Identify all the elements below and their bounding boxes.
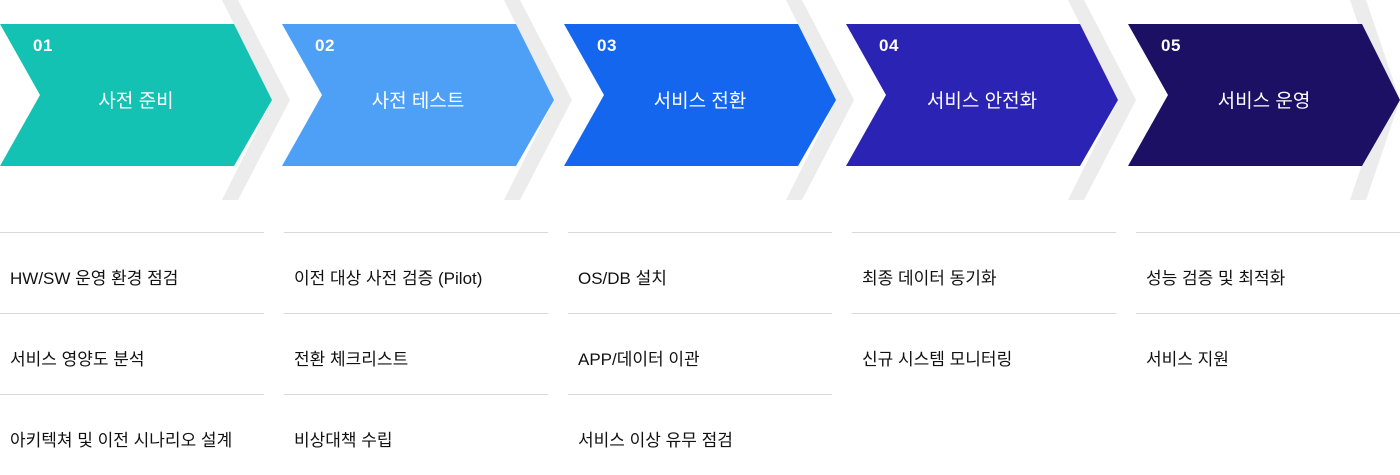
step-5-arrow	[1128, 0, 1400, 200]
list-item-text: APP/데이터 이관	[578, 350, 700, 369]
list-item: 이전 대상 사전 검증 (Pilot)	[284, 232, 548, 313]
list-item-text: 신규 시스템 모니터링	[862, 350, 1013, 369]
task-list-step-4: 최종 데이터 동기화 신규 시스템 모니터링	[852, 232, 1116, 394]
step-5: 05 서비스 운영	[1128, 0, 1400, 200]
list-item: 서비스 지원	[1136, 313, 1400, 394]
list-item-text: 이전 대상 사전 검증 (Pilot)	[294, 269, 483, 288]
step-1: 01 사전 준비	[0, 0, 290, 200]
step-2-title: 사전 테스트	[371, 91, 465, 112]
list-item: 전환 체크리스트	[284, 313, 548, 394]
list-item: 서비스 영양도 분석	[0, 313, 264, 394]
step-2-number: 02	[315, 36, 335, 55]
list-item-text: 비상대책 수립	[294, 431, 393, 450]
step-3: 03 서비스 전환	[564, 0, 854, 200]
list-item-text: HW/SW 운영 환경 점검	[10, 269, 179, 288]
step-1-number: 01	[33, 36, 53, 55]
step-3-title: 서비스 전환	[653, 91, 747, 112]
step-4: 04 서비스 안전화	[846, 0, 1136, 200]
list-item-text: 서비스 이상 유무 점검	[578, 431, 733, 450]
step-4-arrow	[846, 0, 1136, 200]
step-2-arrow	[282, 0, 572, 200]
list-item: OS/DB 설치	[568, 232, 832, 313]
task-list-step-5: 성능 검증 및 최적화 서비스 지원	[1136, 232, 1400, 394]
list-item: 성능 검증 및 최적화	[1136, 232, 1400, 313]
list-item-text: 서비스 영양도 분석	[10, 350, 145, 369]
task-list-step-1: HW/SW 운영 환경 점검 서비스 영양도 분석 아키텍쳐 및 이전 시나리오…	[0, 232, 264, 475]
process-steps: 01 사전 준비 02 사전 테스트 03 서비스 전환 04 서비스 안전화 …	[0, 0, 1400, 200]
step-4-title: 서비스 안전화	[926, 91, 1038, 112]
list-item: APP/데이터 이관	[568, 313, 832, 394]
task-list-step-2: 이전 대상 사전 검증 (Pilot) 전환 체크리스트 비상대책 수립	[284, 232, 548, 475]
list-item-text: 전환 체크리스트	[294, 350, 409, 369]
step-4-number: 04	[879, 36, 899, 55]
list-item-text: OS/DB 설치	[578, 269, 667, 288]
list-item: 서비스 이상 유무 점검	[568, 394, 832, 475]
list-item-text: 아키텍쳐 및 이전 시나리오 설계	[10, 431, 233, 450]
list-item-text: 성능 검증 및 최적화	[1146, 269, 1286, 288]
list-item: 아키텍쳐 및 이전 시나리오 설계	[0, 394, 264, 475]
list-item: 최종 데이터 동기화	[852, 232, 1116, 313]
task-list-step-3: OS/DB 설치 APP/데이터 이관 서비스 이상 유무 점검	[568, 232, 832, 475]
step-1-arrow	[0, 0, 290, 200]
list-item: 비상대책 수립	[284, 394, 548, 475]
step-3-number: 03	[597, 36, 617, 55]
list-item-text: 최종 데이터 동기화	[862, 269, 997, 288]
step-1-title: 사전 준비	[98, 91, 174, 112]
step-5-title: 서비스 운영	[1217, 91, 1311, 112]
step-5-number: 05	[1161, 36, 1181, 55]
list-item-text: 서비스 지원	[1146, 350, 1229, 369]
step-3-arrow	[564, 0, 854, 200]
step-2: 02 사전 테스트	[282, 0, 572, 200]
list-item: 신규 시스템 모니터링	[852, 313, 1116, 394]
list-item: HW/SW 운영 환경 점검	[0, 232, 264, 313]
